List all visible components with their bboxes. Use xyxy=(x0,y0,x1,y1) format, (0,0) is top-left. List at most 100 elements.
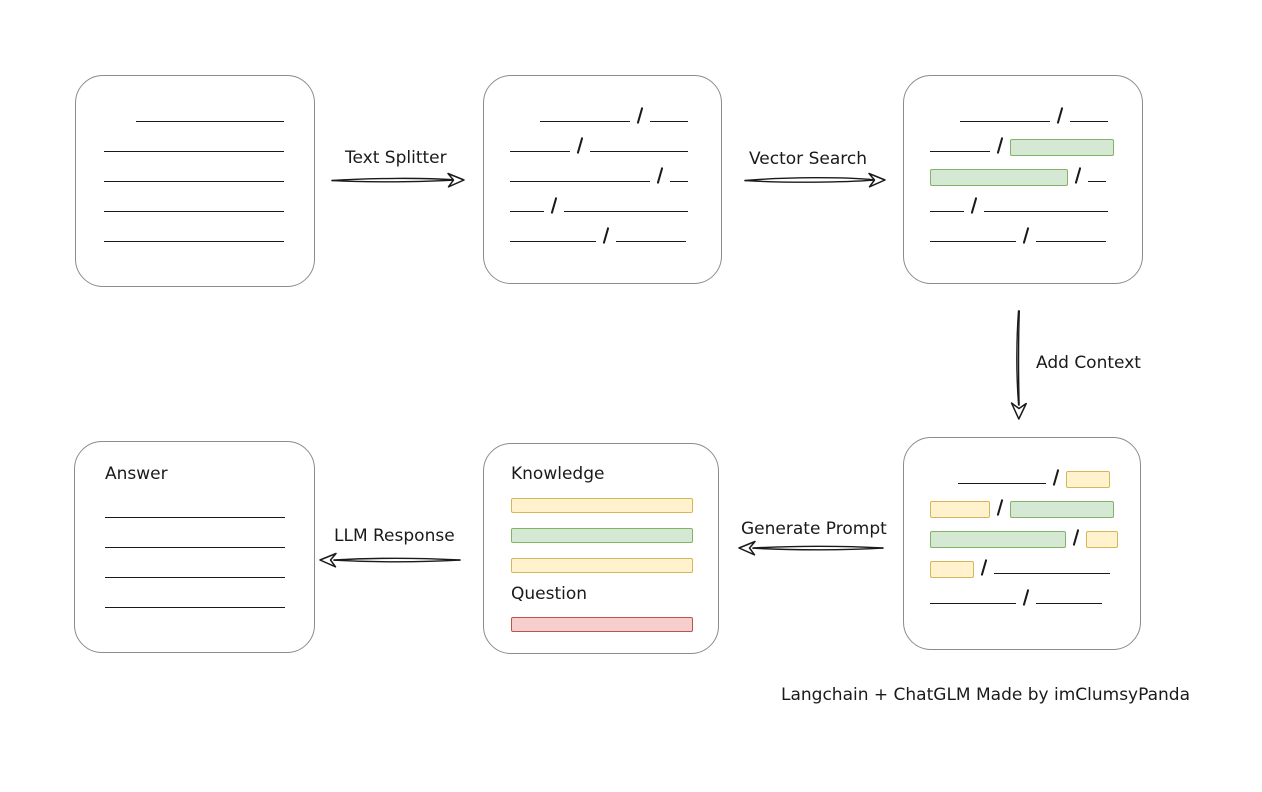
text-row xyxy=(930,547,1140,578)
text-line xyxy=(104,211,284,212)
green-highlight-segment xyxy=(1010,139,1114,156)
text-row xyxy=(930,457,1140,488)
text-line xyxy=(540,121,630,122)
text-line xyxy=(104,241,284,242)
text-row xyxy=(105,491,314,521)
text-row xyxy=(104,125,314,155)
green-highlight-segment xyxy=(1010,501,1114,518)
text-line xyxy=(1036,603,1102,604)
slash-separator xyxy=(1072,529,1080,546)
vector-search-label: Vector Search xyxy=(749,149,867,169)
yellow-highlight-segment xyxy=(930,561,974,578)
text-line xyxy=(510,241,596,242)
question-bars xyxy=(511,617,718,632)
text-line xyxy=(960,121,1050,122)
text-line xyxy=(984,211,1108,212)
text-row xyxy=(104,95,314,125)
red-bar xyxy=(511,617,693,632)
slash-separator xyxy=(602,227,610,244)
llm-response-label: LLM Response xyxy=(334,526,455,546)
text-line xyxy=(1036,241,1106,242)
text-line xyxy=(104,151,284,152)
text-splitter-arrow-right-icon xyxy=(331,172,465,188)
text-line xyxy=(930,603,1016,604)
text-line xyxy=(1088,181,1106,182)
slash-separator xyxy=(1056,107,1064,124)
text-row xyxy=(510,215,721,245)
answer-text-lines xyxy=(75,484,314,611)
llm-response-arrow-left-icon xyxy=(319,552,461,568)
vector-result-lines xyxy=(904,76,1142,245)
text-row xyxy=(510,155,721,185)
text-line xyxy=(930,211,964,212)
slash-separator xyxy=(1022,589,1030,606)
slash-separator xyxy=(970,197,978,214)
split-text-box xyxy=(483,75,722,284)
text-row xyxy=(105,581,314,611)
text-line xyxy=(590,151,688,152)
text-line xyxy=(1070,121,1108,122)
answer-label: Answer xyxy=(105,464,168,484)
yellow-highlight-segment xyxy=(1086,531,1118,548)
text-row xyxy=(105,551,314,581)
green-bar xyxy=(511,528,693,543)
text-line xyxy=(564,211,688,212)
green-highlight-segment xyxy=(930,169,1068,186)
text-line xyxy=(616,241,686,242)
yellow-highlight-segment xyxy=(1066,471,1110,488)
text-line xyxy=(930,151,990,152)
add-context-label: Add Context xyxy=(1036,353,1141,373)
text-row xyxy=(104,215,314,245)
text-row xyxy=(930,125,1142,156)
text-row xyxy=(930,215,1142,245)
text-row xyxy=(510,95,721,125)
text-line xyxy=(650,121,688,122)
slash-separator xyxy=(636,107,644,124)
green-highlight-segment xyxy=(930,531,1066,548)
text-line xyxy=(105,607,285,608)
slash-separator xyxy=(1052,469,1060,486)
yellow-highlight-segment xyxy=(930,501,990,518)
text-row xyxy=(930,95,1142,125)
generate-prompt-arrow-left-icon xyxy=(738,540,884,556)
context-lines xyxy=(904,438,1140,607)
slash-separator xyxy=(980,559,988,576)
text-row xyxy=(930,487,1140,518)
slash-separator xyxy=(550,197,558,214)
text-splitter-label: Text Splitter xyxy=(345,148,447,168)
text-row xyxy=(510,185,721,215)
text-row xyxy=(104,185,314,215)
document-text-lines xyxy=(76,76,314,245)
text-row xyxy=(510,125,721,155)
text-row xyxy=(104,155,314,185)
slash-separator xyxy=(1074,167,1082,184)
text-row xyxy=(930,577,1140,607)
text-line xyxy=(105,577,285,578)
vector-search-results-box xyxy=(903,75,1143,284)
source-document-box xyxy=(75,75,315,287)
add-context-arrow-down-icon xyxy=(1010,310,1027,420)
text-line xyxy=(994,573,1110,574)
text-line xyxy=(510,181,650,182)
slash-separator xyxy=(1022,227,1030,244)
text-line xyxy=(105,517,285,518)
text-row xyxy=(930,517,1140,548)
slash-separator xyxy=(576,137,584,154)
slash-separator xyxy=(996,137,1004,154)
prompt-box: Knowledge Question xyxy=(483,443,719,654)
yellow-bar xyxy=(511,498,693,513)
answer-box: Answer xyxy=(74,441,315,653)
vector-search-arrow-right-icon xyxy=(744,172,886,188)
added-context-box xyxy=(903,437,1141,650)
text-row xyxy=(930,155,1142,186)
text-line xyxy=(670,181,688,182)
question-label: Question xyxy=(511,584,588,604)
text-row xyxy=(105,521,314,551)
knowledge-label: Knowledge xyxy=(511,464,605,484)
split-text-lines xyxy=(484,76,721,245)
text-line xyxy=(510,151,570,152)
credit-text: Langchain + ChatGLM Made by imClumsyPand… xyxy=(781,685,1190,705)
text-line xyxy=(104,181,284,182)
text-line xyxy=(510,211,544,212)
